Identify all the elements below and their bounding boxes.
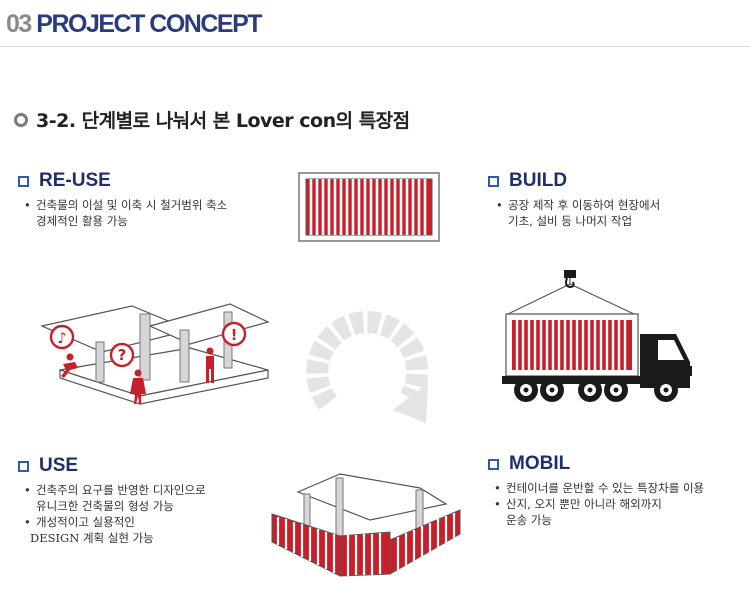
square-bullet-icon xyxy=(18,175,29,187)
square-bullet-icon xyxy=(18,460,29,472)
page-title: PROJECT CONCEPT xyxy=(36,10,262,38)
square-bullet-icon xyxy=(488,458,499,470)
crane-hook-icon xyxy=(564,270,576,278)
page-header: 03 PROJECT CONCEPT xyxy=(6,10,263,39)
section-reuse: RE-USE 건축물의 이설 및 이축 시 철거범위 축소 경제적인 활용 가능 xyxy=(18,170,227,229)
container-illustration xyxy=(298,172,440,242)
subtitle: 3-2. 단계별로 나눠서 본 Lover con의 특장점 xyxy=(14,106,410,133)
cycle-arrow-icon xyxy=(306,311,429,423)
list-item: 공장 제작 후 이동하여 현장에서 기초, 설비 등 나머지 작업 xyxy=(494,197,660,229)
building-people-illustration: ♪ ? ! xyxy=(40,303,270,405)
section-title-reuse: RE-USE xyxy=(39,170,111,191)
exclamation-icon: ! xyxy=(231,326,238,344)
list-item: 산지, 오지 뿐만 아니라 해외까지 운송 가능 xyxy=(492,496,704,528)
subtitle-text: 3-2. 단계별로 나눠서 본 Lover con의 특장점 xyxy=(36,110,410,132)
section-number: 03 xyxy=(6,10,32,38)
list-item: 건축물의 이설 및 이축 시 철거범위 축소 경제적인 활용 가능 xyxy=(22,197,227,229)
section-title-use: USE xyxy=(39,455,79,476)
question-mark-icon: ? xyxy=(118,346,127,364)
music-note-icon: ♪ xyxy=(57,329,67,347)
section-title-build: BUILD xyxy=(509,170,568,191)
truck-illustration xyxy=(502,270,692,402)
header-divider xyxy=(0,46,750,47)
section-build: BUILD 공장 제작 후 이동하여 현장에서 기초, 설비 등 나머지 작업 xyxy=(488,170,660,229)
circle-bullet-icon xyxy=(14,112,28,127)
section-title-mobil: MOBIL xyxy=(509,453,571,474)
list-item: 컨테이너를 운반할 수 있는 특장차를 이용 xyxy=(492,480,704,496)
list-item: 건축주의 요구를 반영한 디자인으로 유니크한 건축물의 형성 가능 xyxy=(22,482,206,514)
unfolding-container-illustration xyxy=(271,473,461,577)
square-bullet-icon xyxy=(488,175,499,187)
section-use: USE 건축주의 요구를 반영한 디자인으로 유니크한 건축물의 형성 가능 개… xyxy=(18,455,206,546)
section-mobil: MOBIL 컨테이너를 운반할 수 있는 특장차를 이용 산지, 오지 뿐만 아… xyxy=(488,453,704,528)
list-item: 개성적이고 실용적인 DESIGN 계획 실현 가능 xyxy=(22,514,206,546)
